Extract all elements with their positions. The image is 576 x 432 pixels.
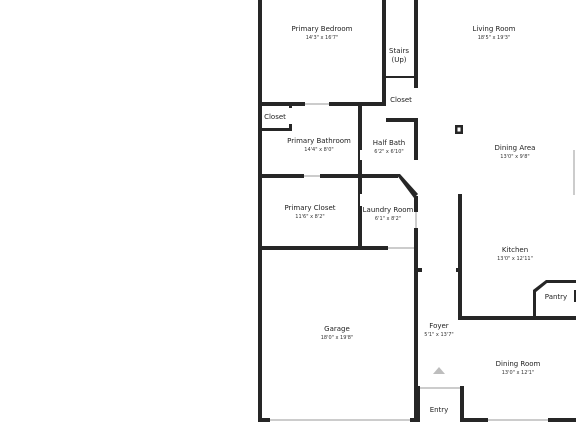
dining-area-name: Dining Area xyxy=(495,144,536,152)
wall-pantry-top xyxy=(533,280,576,292)
stairs-name: Stairs xyxy=(389,47,409,55)
laundry-room-name: Laundry Room xyxy=(363,206,414,214)
kitchen-dims: 13'0" x 12'11" xyxy=(497,256,533,262)
primary-bedroom-name: Primary Bedroom xyxy=(292,25,353,33)
wall-foyer-right-bottom xyxy=(460,386,464,422)
primary-bathroom-name: Primary Bathroom xyxy=(287,137,351,145)
garage-name: Garage xyxy=(324,325,350,333)
foyer-dims: 5'1" x 13'7" xyxy=(424,332,453,338)
closet-upper-name: Closet xyxy=(390,96,412,104)
laundry-room-dims: 6'1" x 8'2" xyxy=(375,216,401,222)
closet-left-name: Closet xyxy=(264,113,286,121)
wall-closet-upper-bottom xyxy=(386,118,418,122)
wall-halfbath-right xyxy=(414,120,418,160)
wall-outer-left xyxy=(258,0,262,422)
primary-closet-name: Primary Closet xyxy=(284,204,335,212)
wall-stairs-bottom xyxy=(386,76,416,78)
foyer-name: Foyer xyxy=(429,322,449,330)
primary-bathroom-dims: 14'4" x 8'0" xyxy=(304,147,333,153)
entry-name: Entry xyxy=(430,406,449,414)
stairs-direction: (Up) xyxy=(391,56,406,64)
half-bath-dims: 6'2" x 6'10" xyxy=(374,149,403,155)
half-bath-name: Half Bath xyxy=(373,139,405,147)
primary-bedroom-dims: 14'3" x 16'7" xyxy=(306,35,339,41)
wall-pantry-left xyxy=(533,290,536,318)
wall-stairs-right xyxy=(414,0,418,88)
pantry-name: Pantry xyxy=(545,293,567,301)
wall-stub-kitchen xyxy=(456,268,460,272)
dining-room-dims: 13'0" x 12'1" xyxy=(502,370,535,376)
wall-garage-top xyxy=(258,246,418,250)
dining-area-dims: 13'0" x 9'8" xyxy=(500,154,529,160)
dining-room-name: Dining Room xyxy=(496,360,541,368)
garage-dims: 18'0" x 19'8" xyxy=(321,335,354,341)
wall-halfbath-bottom xyxy=(358,174,398,178)
wall-stub-foyer xyxy=(418,268,422,272)
primary-closet-dims: 11'6" x 8'2" xyxy=(295,214,324,220)
kitchen-name: Kitchen xyxy=(502,246,528,254)
wall-kitchen-island xyxy=(458,194,462,318)
openings xyxy=(270,102,576,422)
entry-arrow-icon xyxy=(433,367,445,374)
wall-angled xyxy=(396,174,418,198)
room-labels: Primary Bedroom 14'3" x 16'7" Living Roo… xyxy=(264,25,567,414)
wall-bedroom-right xyxy=(382,0,386,104)
wall-closet-left-bottom xyxy=(258,128,292,131)
living-room-name: Living Room xyxy=(473,25,516,33)
living-room-dims: 18'5" x 19'3" xyxy=(478,35,511,41)
wall-garage-right xyxy=(414,250,418,422)
wall-kitchen-bottom xyxy=(458,316,576,320)
